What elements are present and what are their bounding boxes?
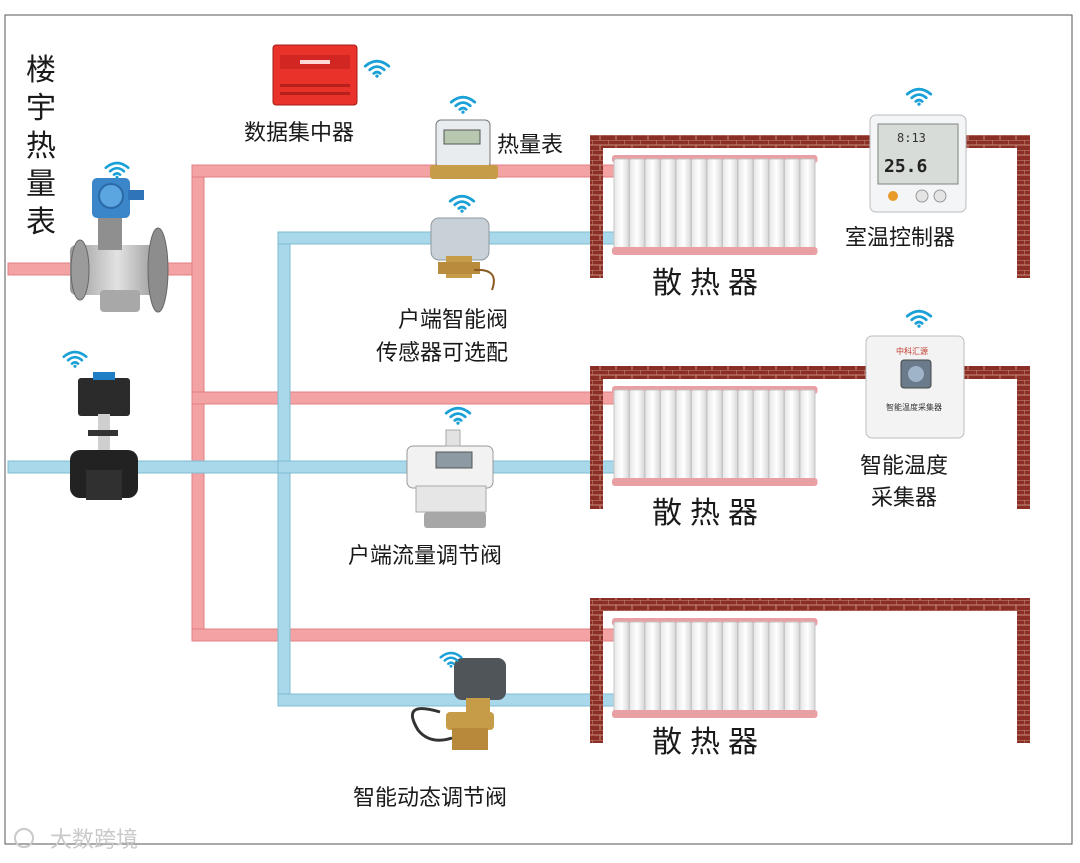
radiator-fin <box>784 389 800 483</box>
watermark-text: 大数跨境 <box>50 828 138 853</box>
radiator-fin <box>629 158 645 252</box>
building-meter-char-3: 热 <box>26 129 56 164</box>
watermark: 大数跨境 <box>14 828 138 853</box>
radiator-fin <box>660 158 676 252</box>
building-heat-meter-icon <box>70 178 169 313</box>
flow-valve-label: 户端流量调节阀 <box>348 544 502 569</box>
radiator-fin <box>799 389 816 483</box>
smart-valve-icon <box>430 217 495 291</box>
electric-control-valve-icon <box>70 372 138 500</box>
radiator-1-label: 散热器 <box>652 266 766 301</box>
wifi-icon-building-meter <box>104 161 130 179</box>
radiator-fin <box>768 621 785 715</box>
temp-collector-label-line2: 采集器 <box>871 486 937 511</box>
heat-meter-label: 热量表 <box>497 133 563 158</box>
radiator-fin <box>737 158 754 252</box>
room-temp-controller-label: 室温控制器 <box>845 226 955 251</box>
collector-brand: 中科汇源 <box>896 346 928 356</box>
radiator-2-label: 散热器 <box>652 496 766 531</box>
radiator-fin <box>706 158 723 252</box>
radiator-3-label: 散热器 <box>652 725 766 760</box>
radiator-fin <box>784 621 800 715</box>
wifi-icon-temp-collector <box>905 309 933 328</box>
wifi-icon-control-valve <box>62 350 88 368</box>
building-meter-char-2: 宇 <box>26 91 56 126</box>
radiator-fin <box>675 389 692 483</box>
radiator-fin <box>737 621 754 715</box>
radiator-fin <box>691 389 707 483</box>
building-meter-label: 楼 宇 热 量 表 <box>26 53 56 240</box>
radiator-2-icon <box>612 386 818 486</box>
radiator-fin <box>660 389 676 483</box>
controller-time: 8:13 <box>897 131 926 145</box>
radiator-fin <box>799 621 816 715</box>
radiator-fin <box>753 389 769 483</box>
radiator-fin <box>722 621 738 715</box>
radiator-fin <box>629 389 645 483</box>
building-meter-char-4: 量 <box>26 167 56 202</box>
radiator-bottom-header <box>612 247 818 255</box>
data-concentrator-icon <box>272 44 358 106</box>
radiator-fin <box>722 389 738 483</box>
radiator-fin <box>737 389 754 483</box>
brick-wall-3 <box>590 598 1030 743</box>
radiator-1-icon <box>612 155 818 255</box>
smart-valve-label-line2: 传感器可选配 <box>376 341 508 366</box>
flow-control-valve-icon <box>406 429 494 528</box>
wifi-icon-room-controller <box>905 87 933 106</box>
radiator-fin <box>753 158 769 252</box>
wifi-icon-smart-valve <box>448 194 476 213</box>
radiator-fin <box>613 621 630 715</box>
wifi-icon-heat-meter <box>449 95 477 114</box>
radiator-fin <box>768 158 785 252</box>
temp-collector-icon: 中科汇源 智能温度采集器 <box>865 335 965 439</box>
radiator-fin <box>722 158 738 252</box>
wifi-icon-flow-valve <box>444 406 472 425</box>
radiator-fin <box>753 621 769 715</box>
dynamic-valve-label: 智能动态调节阀 <box>353 786 507 811</box>
controller-temp: 25.6 <box>884 156 927 177</box>
radiator-fin <box>644 389 661 483</box>
radiator-bottom-header <box>612 710 818 718</box>
data-concentrator-label: 数据集中器 <box>244 121 354 146</box>
watermark-logo-icon <box>14 828 34 848</box>
radiator-fin <box>691 621 707 715</box>
radiator-bottom-header <box>612 478 818 486</box>
radiator-fin <box>784 158 800 252</box>
building-meter-char-5: 表 <box>26 205 56 240</box>
radiator-fin <box>644 621 661 715</box>
radiator-fin <box>799 158 816 252</box>
building-meter-char-1: 楼 <box>26 53 56 88</box>
heat-meter-icon <box>430 119 498 179</box>
radiator-fin <box>768 389 785 483</box>
room-temp-controller-icon: 8:13 25.6 <box>869 114 967 213</box>
radiator-fin <box>660 621 676 715</box>
dynamic-control-valve-icon <box>411 658 506 750</box>
radiator-fin <box>706 621 723 715</box>
radiator-fin <box>675 621 692 715</box>
temp-collector-label-line1: 智能温度 <box>860 454 948 479</box>
wifi-icon-concentrator <box>363 59 391 78</box>
radiator-fin <box>629 621 645 715</box>
radiator-fin <box>613 389 630 483</box>
radiator-3-icon <box>612 618 818 718</box>
radiator-fin <box>691 158 707 252</box>
smart-valve-label-line1: 户端智能阀 <box>398 308 508 333</box>
radiator-fin <box>613 158 630 252</box>
radiator-fin <box>675 158 692 252</box>
radiator-fin <box>644 158 661 252</box>
collector-caption: 智能温度采集器 <box>886 402 942 412</box>
radiator-fin <box>706 389 723 483</box>
outer-frame <box>4 14 1073 845</box>
